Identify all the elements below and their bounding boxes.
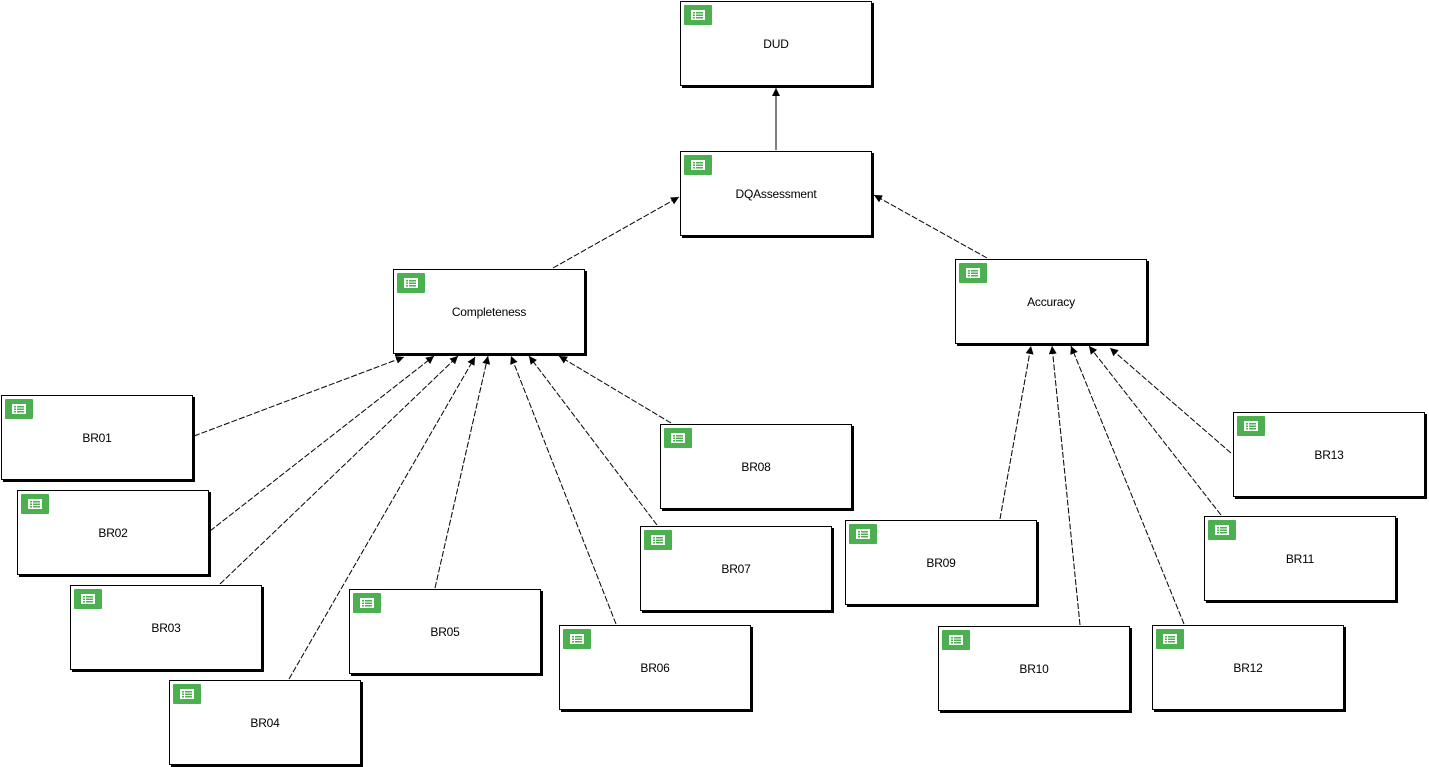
entity-card-icon [684,155,712,175]
node-dqassessment[interactable]: DQAssessment [680,151,872,236]
node-label: BR12 [1233,660,1263,675]
node-accuracy[interactable]: Accuracy [955,259,1147,344]
edge-br07-to-completeness [528,355,658,526]
entity-card-icon [1237,416,1265,436]
edge-br01-to-completeness [193,356,405,437]
entity-card-icon [5,399,33,419]
edge-completeness-to-dqassessment [552,196,680,269]
node-br11[interactable]: BR11 [1204,516,1396,601]
node-br12[interactable]: BR12 [1152,625,1344,710]
edge-accuracy-to-dqassessment [873,194,988,259]
node-dud[interactable]: DUD [680,1,872,86]
edge-br09-to-accuracy [999,345,1034,520]
node-br08[interactable]: BR08 [660,424,852,509]
entity-card-icon [21,494,49,514]
entity-card-icon [644,530,672,550]
node-label: Accuracy [1027,294,1075,309]
edge-br06-to-completeness [510,355,617,625]
node-label: DQAssessment [735,186,817,201]
node-label: BR07 [721,561,751,576]
node-label: BR03 [151,620,181,635]
node-br13[interactable]: BR13 [1233,412,1425,497]
edge-br03-to-completeness [219,355,459,585]
entity-card-icon [397,273,425,293]
node-br04[interactable]: BR04 [169,680,361,765]
node-br10[interactable]: BR10 [938,626,1130,711]
entity-card-icon [1156,629,1184,649]
edge-br10-to-accuracy [1048,345,1081,626]
edge-br12-to-accuracy [1070,345,1185,625]
node-label: BR02 [98,525,128,540]
entity-card-icon [849,524,877,544]
node-br07[interactable]: BR07 [640,526,832,611]
node-label: BR10 [1019,661,1049,676]
node-label: BR13 [1314,447,1344,462]
edge-br11-to-accuracy [1088,345,1222,516]
node-br05[interactable]: BR05 [349,589,541,674]
node-br06[interactable]: BR06 [559,625,751,710]
node-label: BR09 [926,555,956,570]
node-br02[interactable]: BR02 [17,490,209,575]
entity-card-icon [563,629,591,649]
edge-br08-to-completeness [558,355,672,424]
node-br01[interactable]: BR01 [1,395,193,480]
node-label: BR06 [640,660,670,675]
node-br03[interactable]: BR03 [70,585,262,670]
entity-card-icon [173,684,201,704]
entity-card-icon [942,630,970,650]
edge-br04-to-completeness [288,356,476,680]
node-label: DUD [763,36,789,51]
entity-card-icon [1208,520,1236,540]
node-label: BR08 [741,459,771,474]
entity-card-icon [684,5,712,25]
edge-br02-to-completeness [209,355,435,532]
entity-card-icon [74,589,102,609]
node-label: BR05 [430,624,460,639]
node-label: BR01 [82,430,112,445]
node-completeness[interactable]: Completeness [393,269,585,354]
node-label: BR11 [1285,551,1315,566]
entity-card-icon [664,428,692,448]
edge-br05-to-completeness [434,355,491,589]
entity-card-icon [959,263,987,283]
node-br09[interactable]: BR09 [845,520,1037,605]
node-label: BR04 [250,715,280,730]
node-label: Completeness [451,304,527,319]
edge-br13-to-accuracy [1109,347,1232,454]
entity-card-icon [353,593,381,613]
